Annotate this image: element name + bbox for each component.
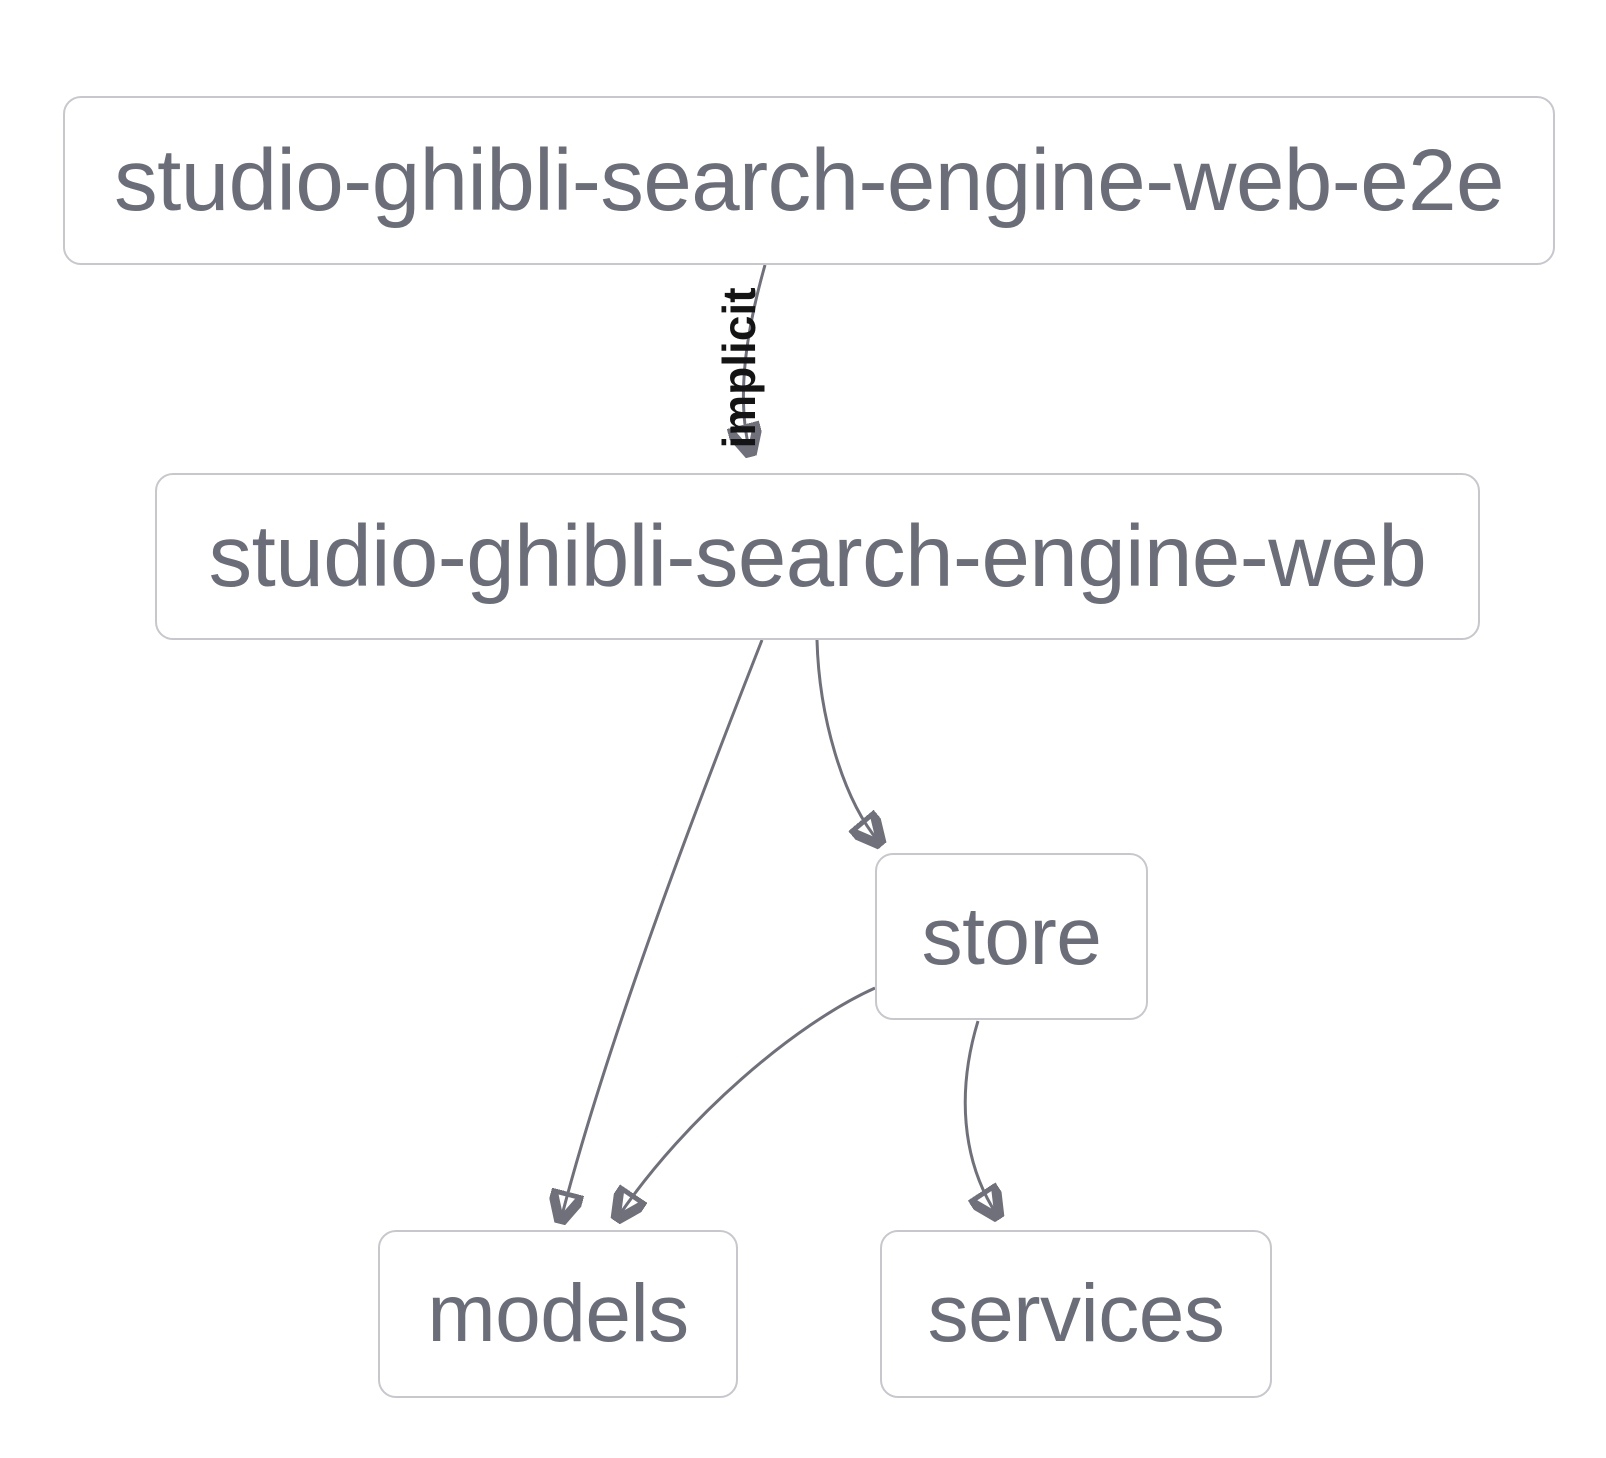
edge-label-implicit: implicit: [713, 287, 765, 449]
node-models[interactable]: models: [378, 1230, 738, 1398]
node-services[interactable]: services: [880, 1230, 1272, 1398]
edge-store-to-services: [963, 1020, 997, 1215]
node-studio-ghibli-search-engine-web[interactable]: studio-ghibli-search-engine-web: [155, 473, 1480, 640]
edge-web-to-models: [561, 639, 764, 1219]
edge-store-to-models: [618, 986, 876, 1217]
node-label: models: [427, 1268, 689, 1359]
node-store[interactable]: store: [875, 853, 1148, 1020]
node-label: studio-ghibli-search-engine-web: [208, 507, 1427, 605]
node-label: studio-ghibli-search-engine-web-e2e: [114, 131, 1504, 229]
node-studio-ghibli-search-engine-web-e2e[interactable]: studio-ghibli-search-engine-web-e2e: [63, 96, 1555, 265]
node-label: services: [927, 1268, 1225, 1359]
node-label: store: [921, 890, 1102, 982]
edge-web-to-store: [815, 639, 879, 842]
